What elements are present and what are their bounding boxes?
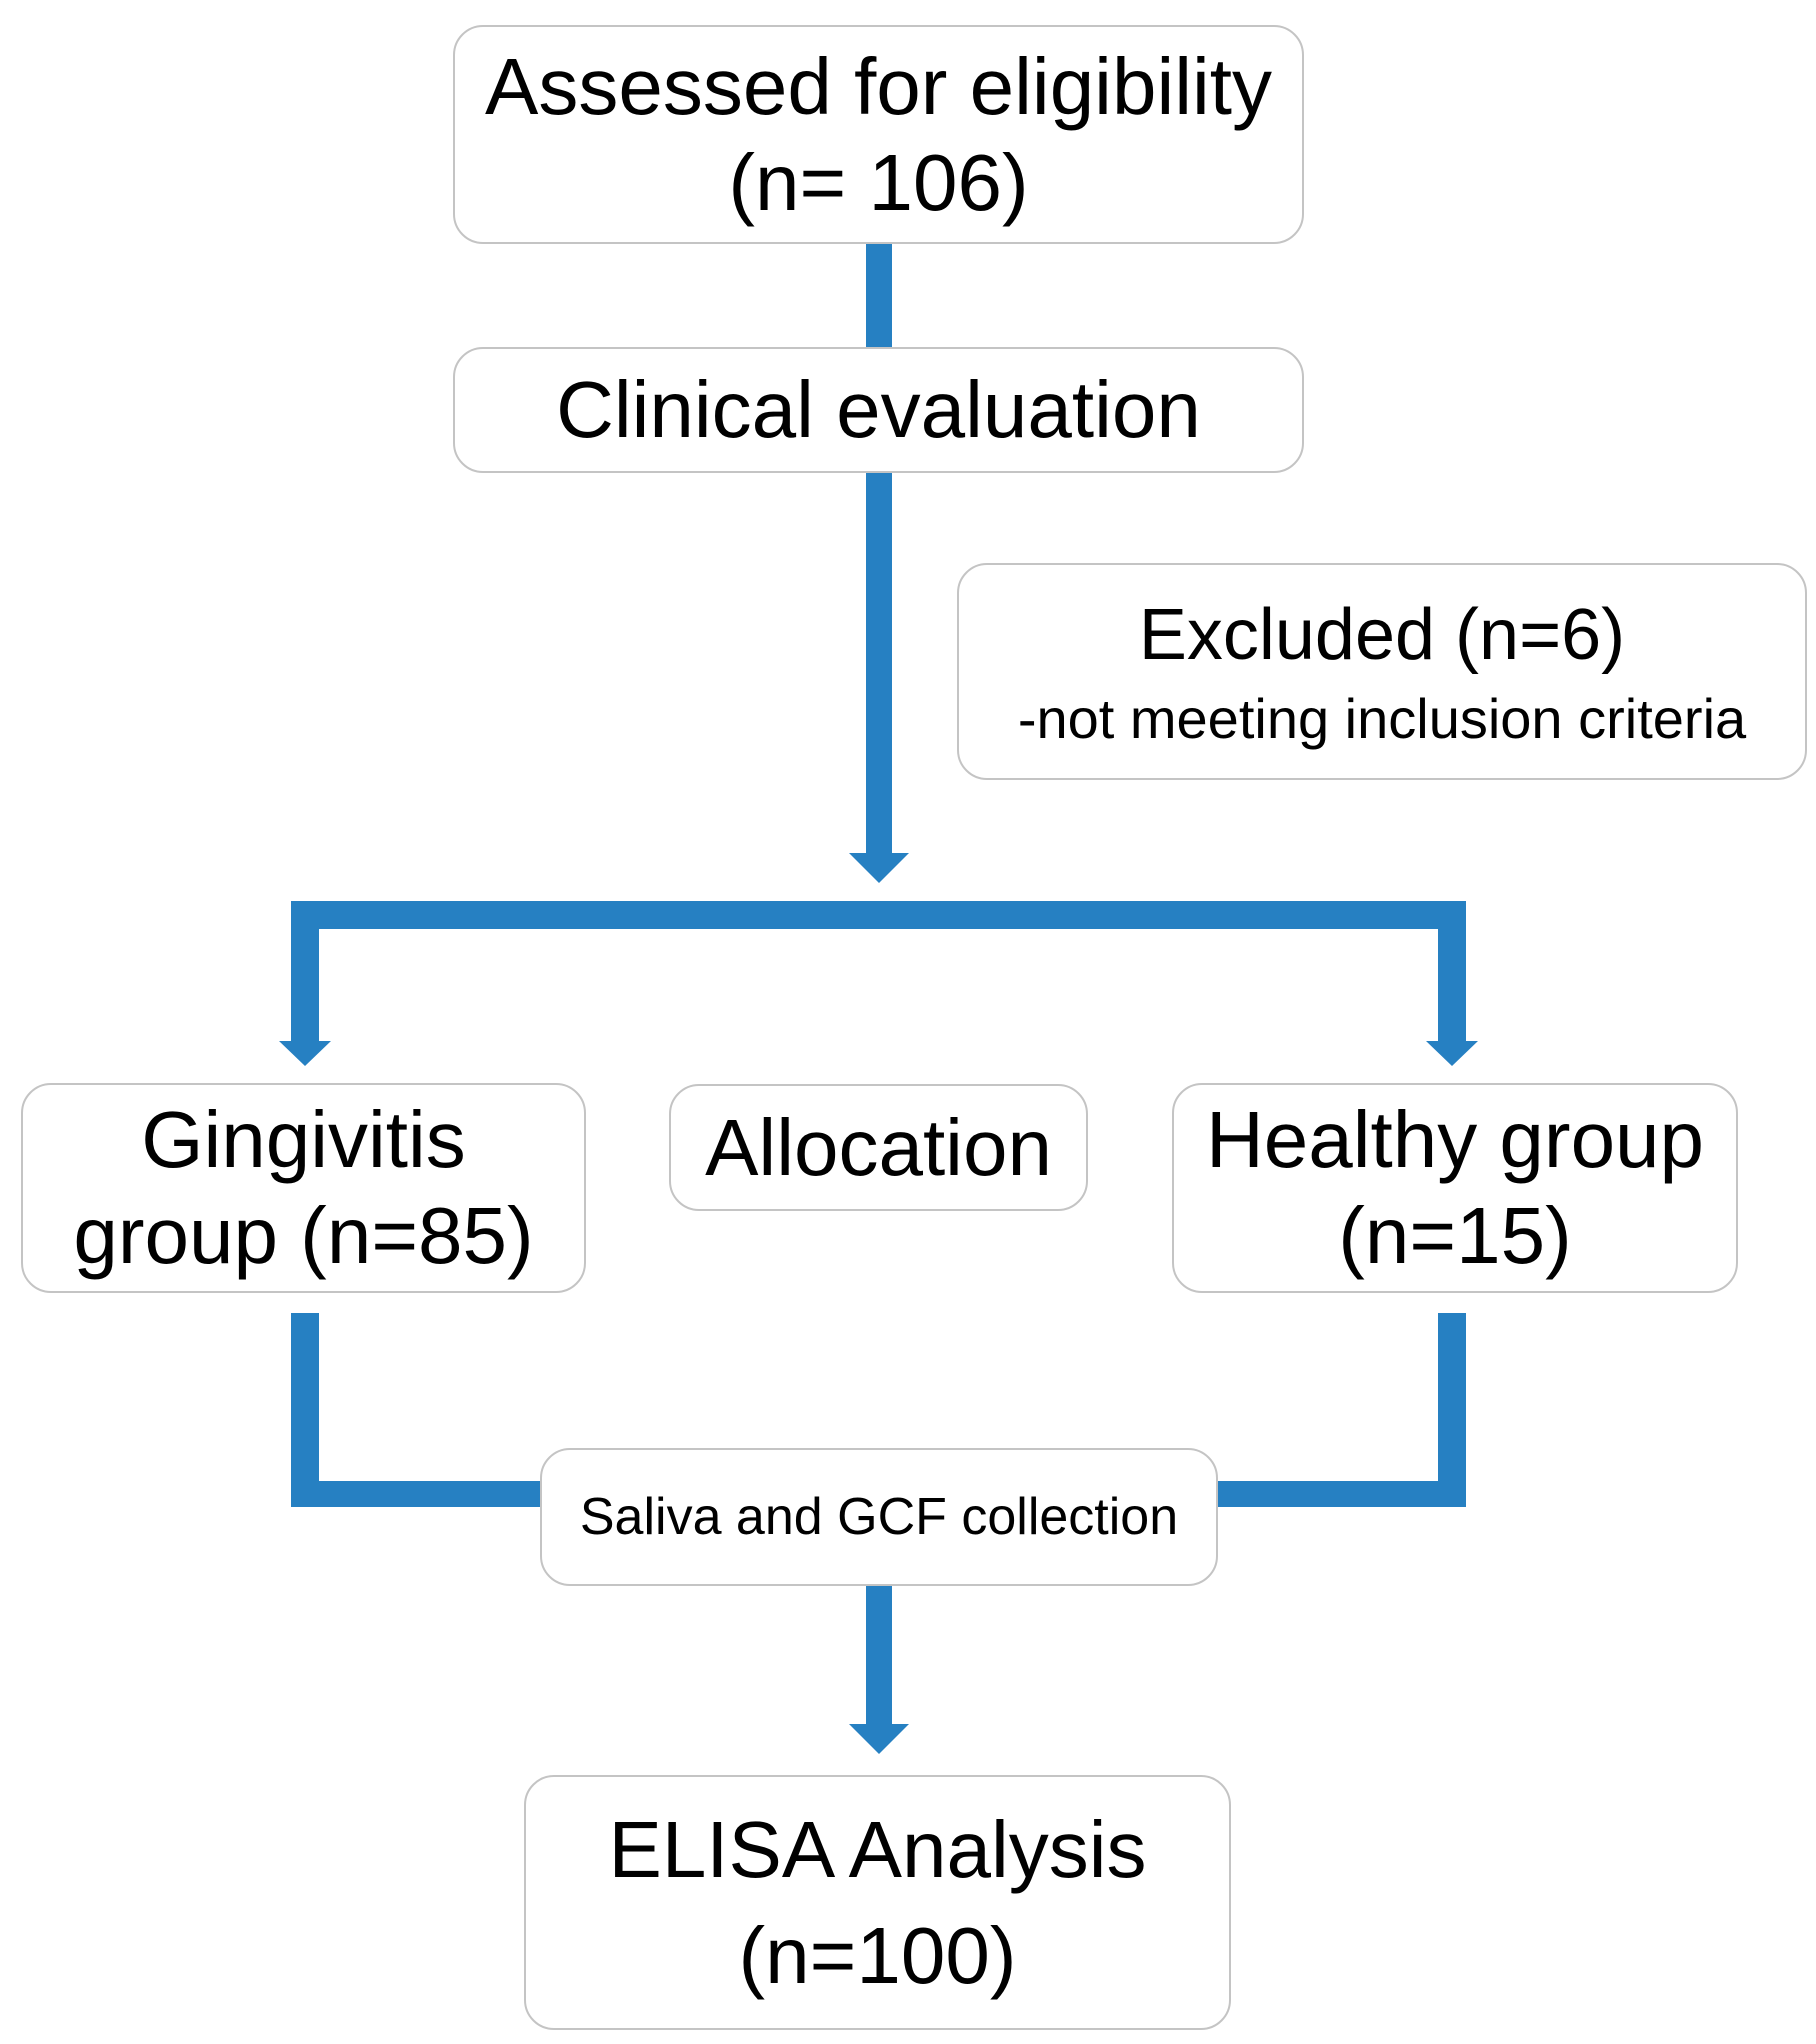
arrowhead-clinical-split bbox=[849, 853, 909, 883]
connector-healthy-collection bbox=[1218, 1481, 1466, 1507]
connector-split-healthy bbox=[1438, 901, 1466, 1041]
node-allocation-title: Allocation bbox=[705, 1102, 1052, 1192]
arrowhead-elisa bbox=[849, 1724, 909, 1754]
arrowhead-gingivitis bbox=[279, 1041, 331, 1066]
connector-clinical-split bbox=[866, 473, 892, 853]
node-healthy-group: Healthy group (n=15) bbox=[1172, 1083, 1738, 1293]
node-clinical-title: Clinical evaluation bbox=[556, 365, 1201, 454]
node-healthy-count: (n=15) bbox=[1338, 1191, 1572, 1280]
connector-split-gingivitis bbox=[291, 901, 319, 1041]
node-elisa-title: ELISA Analysis bbox=[608, 1804, 1147, 1894]
connector-gingivitis-down bbox=[291, 1313, 319, 1507]
node-eligibility-title: Assessed for eligibility bbox=[485, 41, 1272, 131]
node-assessed-for-eligibility: Assessed for eligibility (n= 106) bbox=[453, 25, 1304, 244]
node-eligibility-count: (n= 106) bbox=[728, 137, 1029, 227]
node-gingivitis-count: group (n=85) bbox=[73, 1191, 534, 1280]
node-elisa-count: (n=100) bbox=[738, 1910, 1017, 2000]
node-excluded-reason: -not meeting inclusion criteria bbox=[1017, 686, 1747, 750]
node-excluded: Excluded (n=6) -not meeting inclusion cr… bbox=[957, 563, 1807, 780]
node-gingivitis-group: Gingivitis group (n=85) bbox=[21, 1083, 586, 1293]
node-healthy-title: Healthy group bbox=[1205, 1095, 1705, 1184]
node-allocation: Allocation bbox=[669, 1084, 1088, 1211]
connector-split-bar bbox=[291, 901, 1466, 929]
node-collection-title: Saliva and GCF collection bbox=[579, 1488, 1179, 1546]
node-saliva-gcf-collection: Saliva and GCF collection bbox=[540, 1448, 1218, 1586]
node-excluded-title: Excluded (n=6) bbox=[1138, 594, 1626, 675]
node-elisa-analysis: ELISA Analysis (n=100) bbox=[524, 1775, 1231, 2030]
connector-eligibility-clinical bbox=[866, 244, 892, 347]
node-clinical-evaluation: Clinical evaluation bbox=[453, 347, 1304, 473]
connector-collection-elisa bbox=[866, 1586, 892, 1724]
connector-healthy-down bbox=[1438, 1313, 1466, 1507]
node-gingivitis-title: Gingivitis bbox=[141, 1095, 466, 1184]
connector-gingivitis-collection bbox=[291, 1481, 540, 1507]
arrowhead-healthy bbox=[1426, 1041, 1478, 1066]
